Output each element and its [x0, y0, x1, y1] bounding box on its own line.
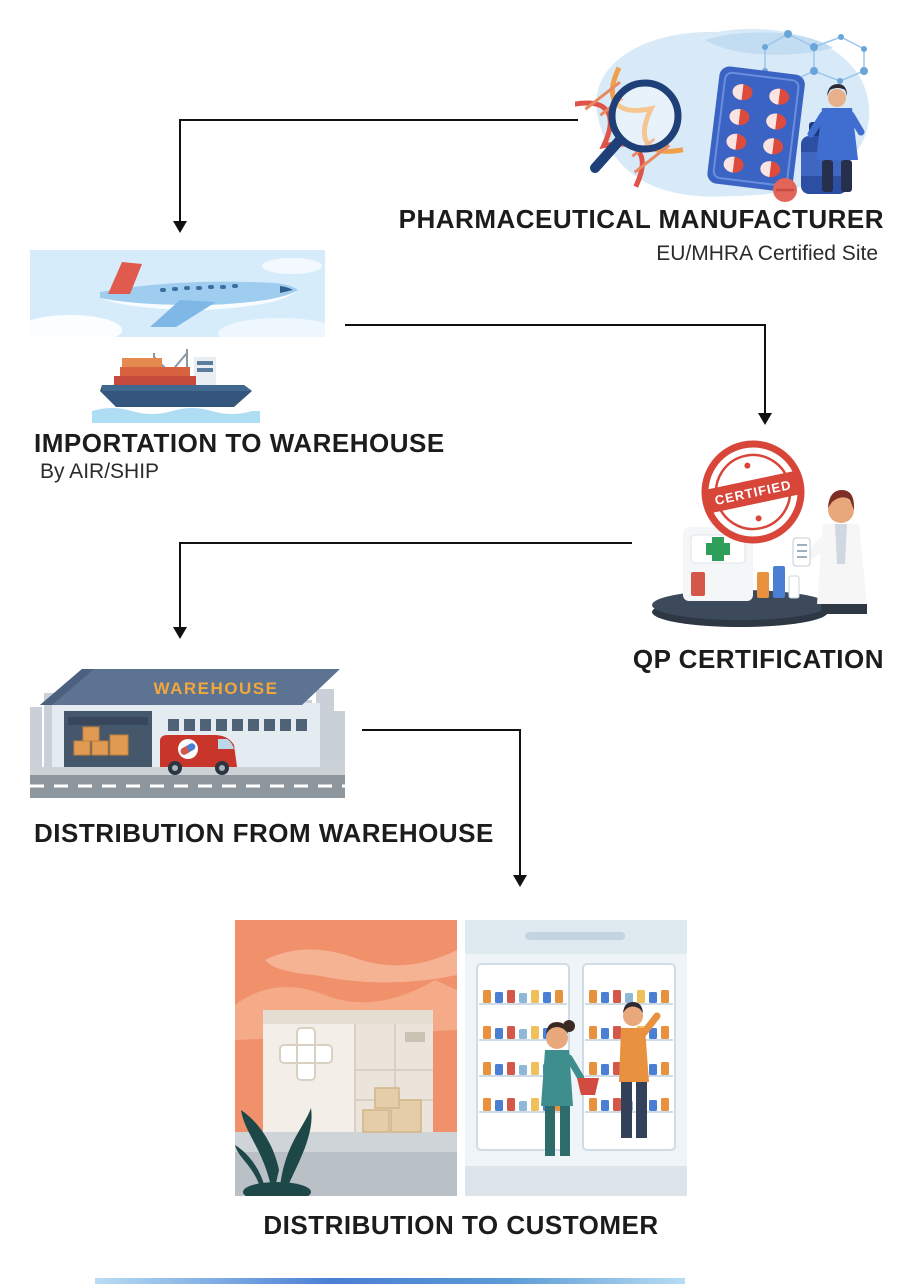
qp-certification-illustration: CERTIFIED	[645, 432, 885, 635]
arrowhead-icon	[513, 875, 527, 887]
blister-pack-icon	[707, 66, 805, 192]
importation-subtitle: By AIR/SHIP	[40, 460, 160, 483]
manufacturer-title: PHARMACEUTICAL MANUFACTURER	[398, 204, 884, 234]
distribution-from-warehouse-title: DISTRIBUTION FROM WAREHOUSE	[34, 818, 494, 848]
plant-icon	[235, 1108, 312, 1196]
arrow-warehouse-to-customer	[362, 729, 521, 878]
arrow-importation-to-qp	[345, 324, 766, 416]
scientist-figure	[807, 84, 865, 192]
pharmacy-storefront-illustration	[235, 920, 457, 1196]
manufacturer-subtitle: EU/MHRA Certified Site	[656, 242, 878, 265]
arrow-qp-to-warehouse	[179, 542, 632, 630]
pharmacy-counter-icon	[683, 527, 800, 601]
warehouse-illustration: WAREHOUSE	[30, 645, 345, 798]
airplane-icon	[100, 262, 298, 327]
arrowhead-icon	[173, 627, 187, 639]
floor	[465, 1166, 687, 1196]
certified-stamp-icon: CERTIFIED	[701, 440, 805, 544]
pill-icon	[773, 178, 797, 202]
sidewalk	[30, 767, 345, 775]
cargo-ship-icon	[92, 349, 260, 423]
ship-illustration	[92, 345, 260, 423]
delivery-van-icon	[160, 735, 237, 775]
bottom-blue-strip	[95, 1278, 685, 1284]
qp-certification-title: QP CERTIFICATION	[632, 644, 884, 674]
medical-cross-icon	[279, 1027, 333, 1081]
customer-man-figure	[619, 1002, 661, 1138]
warehouse-sign-text: WAREHOUSE	[154, 679, 279, 698]
arrowhead-icon	[173, 221, 187, 233]
pharmacy-interior-illustration	[465, 920, 687, 1196]
magnifier-icon	[590, 79, 682, 173]
customer-woman-figure	[541, 1020, 599, 1156]
distribution-to-customer-title: DISTRIBUTION TO CUSTOMER	[263, 1210, 659, 1240]
package-boxes	[362, 1087, 422, 1133]
manufacturer-illustration	[575, 18, 877, 206]
airplane-illustration	[30, 250, 325, 337]
importation-title: IMPORTATION TO WAREHOUSE	[34, 428, 445, 458]
pharmacist-figure	[792, 490, 867, 614]
arrowhead-icon	[758, 413, 772, 425]
